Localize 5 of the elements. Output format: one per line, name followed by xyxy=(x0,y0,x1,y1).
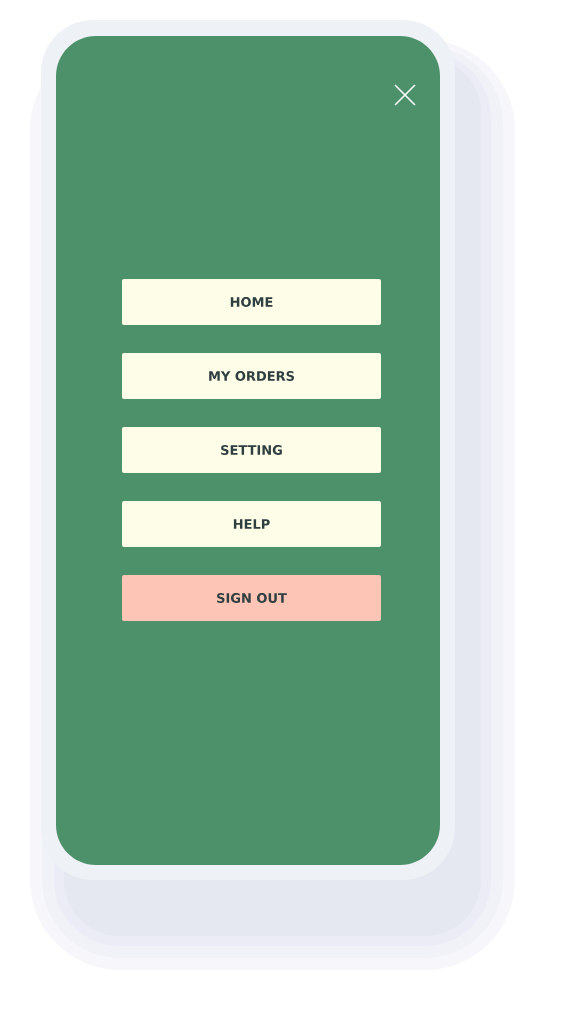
menu-button: HOME xyxy=(122,279,381,325)
menu-button: MY ORDERS xyxy=(122,353,381,399)
menu-button: HELP xyxy=(122,501,381,547)
menu-button: SETTING xyxy=(122,427,381,473)
menu-button: SIGN OUT xyxy=(122,575,381,621)
